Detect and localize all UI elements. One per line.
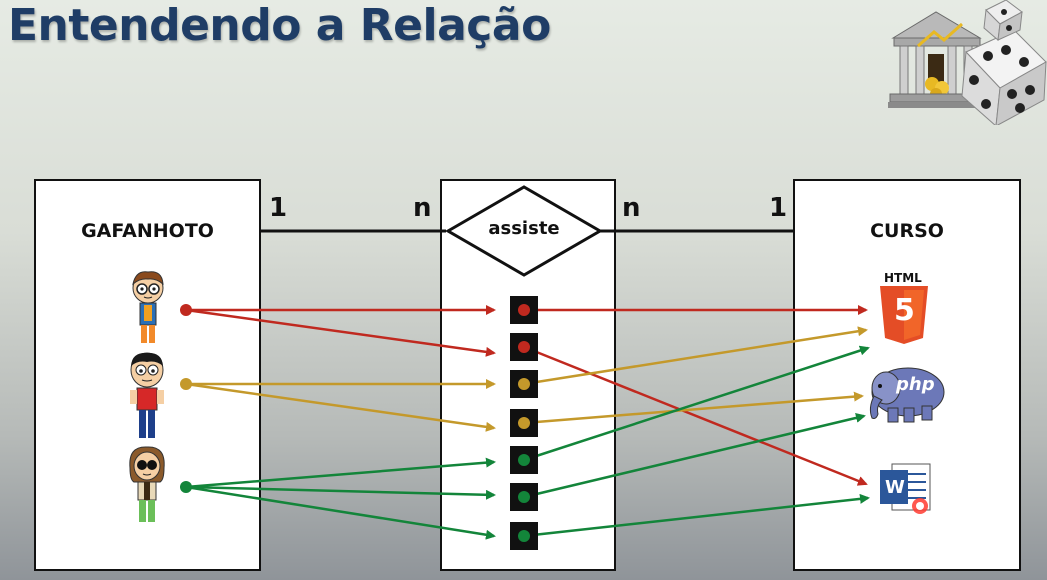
php-elephant-icon (869, 367, 945, 423)
link-gold-2a (523, 326, 868, 386)
relationship-label: assiste (488, 218, 560, 239)
link-green-2c (523, 493, 870, 538)
gafanhoto-character-2-icon (130, 352, 164, 438)
html5-logo-icon (880, 286, 928, 344)
relationship-instance (510, 409, 538, 437)
link-gold-2b (523, 391, 864, 425)
source-dot-red (180, 304, 192, 316)
cardinality-right-1: 1 (769, 193, 788, 223)
cardinality-mid-right-n: n (622, 193, 641, 223)
source-dot-green (180, 481, 192, 493)
entity-gafanhoto-label: GAFANHOTO (81, 220, 214, 242)
html-caption: HTML (884, 271, 922, 285)
relationship-instance (510, 333, 538, 361)
html5-number: 5 (894, 293, 915, 328)
relationship-instance (510, 522, 538, 550)
source-dot-gold (180, 378, 192, 390)
cardinality-mid-left-n: n (413, 193, 432, 223)
link-green-1b (185, 485, 496, 500)
link-green-2b (523, 412, 866, 499)
link-red-2b (523, 345, 868, 486)
relationship-instance (510, 296, 538, 324)
link-gold-1b (185, 382, 496, 432)
relationship-instance (510, 446, 538, 474)
gafanhoto-character-3-icon (129, 446, 165, 522)
relationship-instance (510, 370, 538, 398)
link-green-1c (185, 485, 496, 540)
link-red-1b (185, 308, 496, 357)
link-green-2a (523, 345, 870, 462)
relationship-instance (510, 483, 538, 511)
gafanhoto-character-1-icon (132, 271, 164, 343)
php-label: php (896, 374, 935, 395)
assiste-diamond (445, 185, 603, 277)
cardinality-left-1: 1 (269, 193, 288, 223)
entity-curso-label: CURSO (870, 220, 944, 242)
link-green-1a (185, 457, 496, 489)
word-letter: W (885, 477, 905, 498)
page-title: Entendendo a Relação (8, 0, 551, 51)
bank-dice-logo-icon (888, 0, 1047, 125)
word-document-icon (880, 463, 931, 514)
